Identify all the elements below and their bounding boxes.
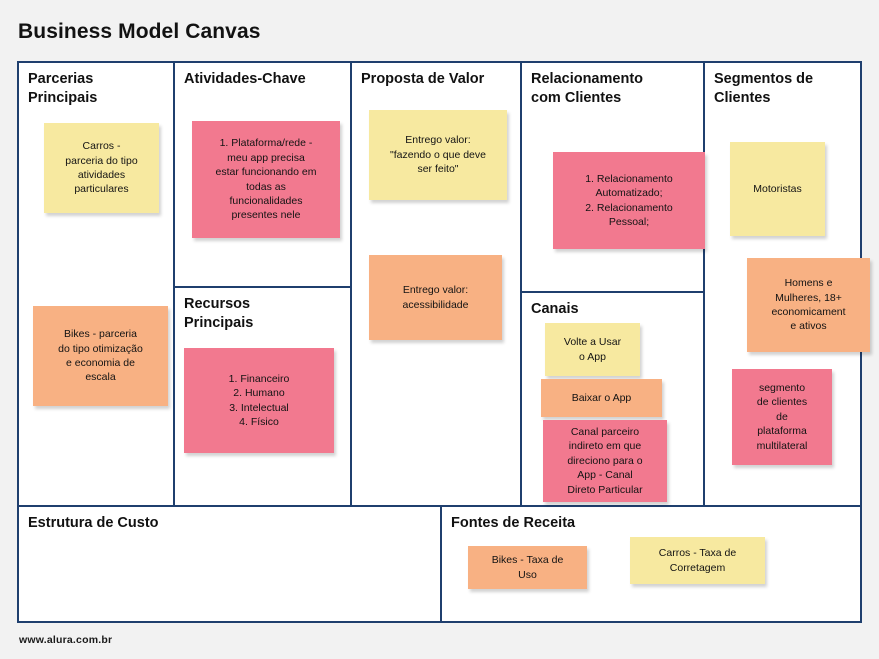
sticky-note[interactable]: Motoristas xyxy=(730,142,825,236)
footer-url: www.alura.com.br xyxy=(19,634,113,646)
block-title-customer-segments: Segmentos de Clientes xyxy=(714,71,814,106)
sticky-note[interactable]: segmento de clientes de plataforma multi… xyxy=(732,369,832,465)
divider-partners-activities xyxy=(173,63,175,505)
block-customer-relationships: Relacionamento com Clientes 1. Relaciona… xyxy=(522,63,705,291)
block-title-revenue-streams: Fontes de Receita xyxy=(451,515,576,531)
sticky-note[interactable]: Bikes - Taxa de Uso xyxy=(468,546,587,589)
block-title-channels: Canais xyxy=(531,301,579,317)
business-model-canvas-frame: Parcerias Principais Carros - parceria d… xyxy=(17,61,870,623)
block-value-proposition: Proposta de Valor Entrego valor: "fazend… xyxy=(352,63,520,505)
block-customer-segments: Segmentos de Clientes Motoristas Homens … xyxy=(705,63,870,505)
block-title-key-resources: Recursos Principais xyxy=(184,296,254,331)
divider-activities-value xyxy=(350,63,352,505)
sticky-note[interactable]: 1. Relacionamento Automatizado; 2. Relac… xyxy=(553,152,705,249)
sticky-note[interactable]: Homens e Mulheres, 18+ economicament e a… xyxy=(747,258,870,352)
block-revenue-streams: Fontes de Receita Bikes - Taxa de Uso Ca… xyxy=(442,507,860,623)
divider-relationships-channels xyxy=(520,291,703,293)
block-title-cost-structure: Estrutura de Custo xyxy=(28,515,159,531)
block-key-resources: Recursos Principais 1. Financeiro 2. Hum… xyxy=(175,288,350,505)
block-title-key-activities: Atividades-Chave xyxy=(184,71,306,87)
sticky-note[interactable]: Entrego valor: acessibilidade xyxy=(369,255,502,340)
block-title-customer-relationships: Relacionamento com Clientes xyxy=(531,71,643,106)
divider-top-bottom-row xyxy=(19,505,860,507)
sticky-note[interactable]: 1. Plataforma/rede - meu app precisa est… xyxy=(192,121,340,238)
sticky-note[interactable]: Volte a Usar o App xyxy=(545,323,640,376)
divider-relationships-segments xyxy=(703,63,705,505)
page-title: Business Model Canvas xyxy=(18,20,261,43)
sticky-note[interactable]: 1. Financeiro 2. Humano 3. Intelectual 4… xyxy=(184,348,334,453)
block-key-partners: Parcerias Principais Carros - parceria d… xyxy=(19,63,173,505)
block-title-value-proposition: Proposta de Valor xyxy=(361,71,485,87)
sticky-note[interactable]: Bikes - parceria do tipo otimização e ec… xyxy=(33,306,168,406)
sticky-note[interactable]: Carros - Taxa de Corretagem xyxy=(630,537,765,584)
divider-value-relationships xyxy=(520,63,522,505)
block-title-key-partners: Parcerias Principais xyxy=(28,71,98,106)
block-channels: Canais Volte a Usar o App Baixar o App C… xyxy=(522,293,703,505)
block-cost-structure: Estrutura de Custo xyxy=(19,507,440,623)
sticky-note[interactable]: Carros - parceria do tipo atividades par… xyxy=(44,123,159,213)
block-key-activities: Atividades-Chave 1. Plataforma/rede - me… xyxy=(175,63,350,286)
divider-activities-resources xyxy=(173,286,350,288)
sticky-note[interactable]: Baixar o App xyxy=(541,379,662,417)
divider-cost-revenue xyxy=(440,505,442,623)
sticky-note[interactable]: Entrego valor: "fazendo o que deve ser f… xyxy=(369,110,507,200)
sticky-note[interactable]: Canal parceiro indireto em que direciono… xyxy=(543,420,667,502)
